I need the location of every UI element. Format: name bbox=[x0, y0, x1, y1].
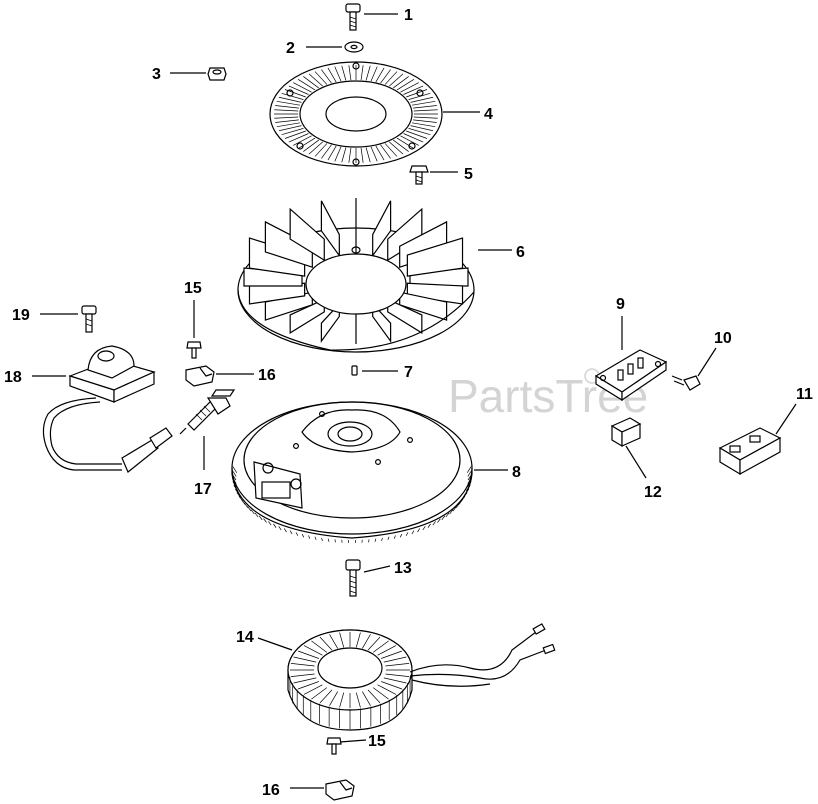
part-17-spark-plug[interactable] bbox=[179, 389, 236, 435]
callout-16-lower: 16 bbox=[262, 782, 280, 799]
part-14-stator[interactable] bbox=[287, 623, 556, 731]
part-3-nut[interactable] bbox=[207, 67, 227, 81]
part-15-screw-lower[interactable] bbox=[326, 737, 342, 755]
callout-13: 13 bbox=[394, 560, 412, 577]
callout-9: 9 bbox=[616, 296, 625, 313]
callout-3: 3 bbox=[152, 66, 161, 83]
part-1-screw[interactable] bbox=[345, 3, 361, 31]
part-4-screen[interactable] bbox=[269, 61, 443, 167]
callout-7: 7 bbox=[404, 364, 413, 381]
part-5-screw[interactable] bbox=[409, 165, 429, 185]
leader-line-11 bbox=[775, 403, 797, 435]
part-15-screw-upper[interactable] bbox=[186, 341, 202, 359]
callout-19: 19 bbox=[12, 307, 30, 324]
callout-5: 5 bbox=[464, 166, 473, 183]
part-7-key[interactable] bbox=[351, 365, 358, 376]
part-19-screw[interactable] bbox=[81, 305, 97, 333]
part-16-clip-lower[interactable] bbox=[325, 779, 355, 801]
leader-line-13 bbox=[363, 565, 391, 573]
part-11-connector[interactable] bbox=[718, 427, 782, 476]
callout-17: 17 bbox=[194, 481, 212, 498]
callout-15-lower: 15 bbox=[368, 733, 386, 750]
callout-12: 12 bbox=[644, 484, 662, 501]
leader-line-15-lower bbox=[339, 739, 367, 743]
part-6-fan[interactable] bbox=[237, 198, 475, 353]
part-10-screw[interactable] bbox=[671, 375, 701, 391]
callout-10: 10 bbox=[714, 330, 732, 347]
callout-8: 8 bbox=[512, 464, 521, 481]
callout-4: 4 bbox=[484, 106, 493, 123]
callout-2: 2 bbox=[286, 40, 295, 57]
part-9-rectifier-regulator[interactable] bbox=[594, 349, 668, 402]
part-12-connector[interactable] bbox=[610, 417, 642, 448]
callout-16-upper: 16 bbox=[258, 367, 276, 384]
part-2-washer[interactable] bbox=[344, 41, 364, 53]
part-18-ignition-module[interactable] bbox=[42, 345, 173, 473]
part-8-flywheel[interactable] bbox=[231, 401, 473, 543]
callout-15-upper: 15 bbox=[184, 280, 202, 297]
callout-11: 11 bbox=[796, 386, 813, 403]
leader-line-14 bbox=[257, 637, 293, 651]
callout-18: 18 bbox=[4, 369, 22, 386]
callout-14: 14 bbox=[236, 629, 254, 646]
leader-line-12 bbox=[625, 445, 647, 479]
part-16-clip-upper[interactable] bbox=[185, 365, 215, 387]
callout-6: 6 bbox=[516, 244, 525, 261]
part-13-screw[interactable] bbox=[345, 559, 361, 597]
callout-1: 1 bbox=[404, 7, 413, 24]
leader-line-10 bbox=[697, 347, 717, 377]
